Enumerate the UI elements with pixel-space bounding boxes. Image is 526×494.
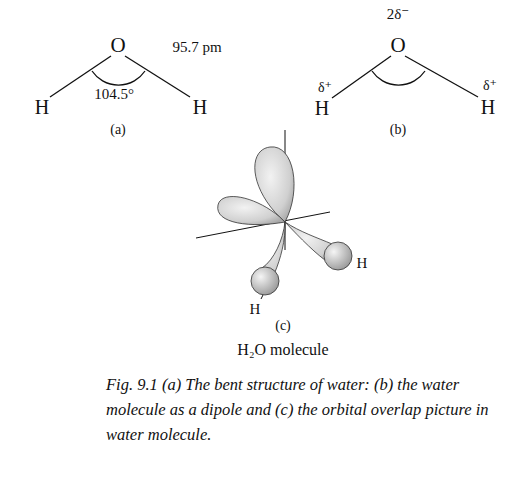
atom-symbol: O xyxy=(110,35,125,56)
figure-caption: Fig. 9.1 (a) The bent structure of water… xyxy=(106,372,516,447)
atom-symbol: H xyxy=(315,98,329,118)
panel-letter: (b) xyxy=(390,123,406,137)
atom-symbol: O xyxy=(390,35,405,56)
partial-charge: δ⁺ xyxy=(483,79,497,93)
panel-letter: (c) xyxy=(275,319,291,333)
atom-symbol: H xyxy=(481,97,495,117)
partial-charge: δ⁺ xyxy=(318,81,332,95)
dipole-bonds xyxy=(332,56,478,98)
figure-title: H₂O molecule xyxy=(237,342,328,358)
atom-symbol: H xyxy=(357,256,368,271)
bond-length: 95.7 pm xyxy=(172,40,221,55)
bond-angle: 104.5° xyxy=(94,87,134,102)
atom-symbol: H xyxy=(193,97,207,117)
atom-symbol: H xyxy=(35,97,49,117)
partial-charge: 2δ⁻ xyxy=(387,7,410,22)
panel-letter: (a) xyxy=(110,123,126,137)
orbital-overlap xyxy=(196,130,352,299)
atom-symbol: H xyxy=(250,302,261,317)
